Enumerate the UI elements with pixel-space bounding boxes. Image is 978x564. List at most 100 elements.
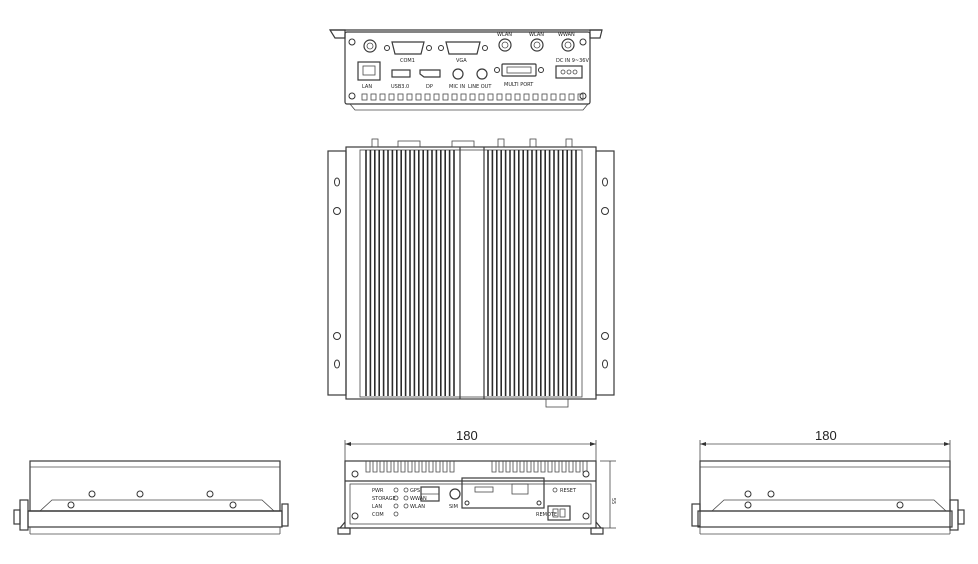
right-side-view: 180 xyxy=(691,428,965,535)
left-side-body xyxy=(29,460,281,512)
connector-protrusion xyxy=(19,499,29,531)
led-icon xyxy=(403,487,409,493)
screw-icon xyxy=(582,470,590,478)
remote-terminal-icon xyxy=(547,505,571,521)
lan-port-icon xyxy=(357,61,381,81)
rear-right-flange xyxy=(589,29,603,39)
vent-slot xyxy=(532,93,539,101)
label-sim: SIM xyxy=(449,504,458,510)
vent-slot xyxy=(487,93,494,101)
fin-tooth xyxy=(498,461,504,473)
led-icon xyxy=(393,495,399,501)
screw-icon xyxy=(67,501,75,509)
front-body xyxy=(344,460,597,529)
screw-icon xyxy=(206,490,214,498)
label-multi-port: MULTI PORT xyxy=(504,82,534,88)
vent-slot xyxy=(388,93,395,101)
sim-port-icon xyxy=(449,488,461,500)
vent-slot xyxy=(361,93,368,101)
screw-icon xyxy=(536,500,542,506)
vent-slot xyxy=(550,93,557,101)
mic-jack-icon xyxy=(452,68,464,80)
screw-icon xyxy=(136,490,144,498)
heatsink-fins-left xyxy=(365,150,455,396)
vent-slot xyxy=(568,93,575,101)
fin-tooth xyxy=(533,461,539,473)
dp-port-icon xyxy=(419,69,441,78)
vent-slot xyxy=(460,93,467,101)
fin-tooth xyxy=(575,461,581,473)
connector-protrusion xyxy=(949,499,959,531)
screw-icon xyxy=(579,38,587,46)
vent-slot xyxy=(415,93,422,101)
mounting-slot-icon xyxy=(602,177,608,187)
top-right-flange xyxy=(595,150,615,396)
fin-tooth xyxy=(561,461,567,473)
vent-slot xyxy=(442,93,449,101)
screw-icon xyxy=(601,207,609,215)
screw-icon xyxy=(582,512,590,520)
screw-icon xyxy=(348,92,356,100)
com1-port-icon xyxy=(391,41,425,55)
fin-tooth xyxy=(582,461,588,473)
vent-slot xyxy=(577,93,584,101)
label-remote: REMOTE xyxy=(536,512,557,518)
fin-tooth xyxy=(505,461,511,473)
fin-tooth xyxy=(568,461,574,473)
connector-protrusion xyxy=(691,503,701,527)
label-lan: LAN xyxy=(362,84,372,90)
fin-tooth xyxy=(519,461,525,473)
led-icon xyxy=(403,503,409,509)
screw-icon xyxy=(229,501,237,509)
vga-port-icon xyxy=(445,41,481,55)
fin-tooth xyxy=(491,461,497,473)
screw-icon xyxy=(333,207,341,215)
front-right-flange xyxy=(590,527,604,535)
label-com1: COM1 xyxy=(400,58,415,64)
screw-icon xyxy=(464,500,470,506)
fin-tooth xyxy=(372,461,378,473)
led-icon xyxy=(393,511,399,517)
fin-tooth xyxy=(435,461,441,473)
label-wwan-led: WWAN xyxy=(410,496,427,502)
multi-port-icon xyxy=(501,63,537,77)
vent-slot xyxy=(496,93,503,101)
label-wlan-led: WLAN xyxy=(410,504,425,510)
label-dp: DP xyxy=(426,84,433,90)
fin-tooth xyxy=(428,461,434,473)
screw-icon xyxy=(744,490,752,498)
vent-slot xyxy=(505,93,512,101)
dimension-front-height: 55 xyxy=(610,498,616,504)
right-side-body xyxy=(699,460,951,512)
label-wlan-2: WLAN xyxy=(529,32,544,38)
mounting-slot-icon xyxy=(602,359,608,369)
usb-port-icon xyxy=(391,69,411,78)
label-wlan-1: WLAN xyxy=(497,32,512,38)
label-storage: STORAGE xyxy=(372,496,396,502)
label-usb: USB3.0 xyxy=(391,84,409,90)
led-icon xyxy=(403,495,409,501)
vent-slot xyxy=(541,93,548,101)
vent-slot xyxy=(559,93,566,101)
fin-tooth xyxy=(449,461,455,473)
label-reset: RESET xyxy=(560,488,577,494)
label-gps: GPS xyxy=(410,488,420,494)
rear-io-view: COM1 VGA WLAN WLAN WWAN LAN USB3.0 DP MI… xyxy=(328,29,603,111)
top-view xyxy=(327,138,615,408)
line-out-jack-icon xyxy=(476,68,488,80)
label-vga: VGA xyxy=(456,58,467,64)
heatsink-fins-right xyxy=(487,150,577,396)
fin-tooth xyxy=(400,461,406,473)
connector-protrusion xyxy=(281,503,289,527)
fin-tooth xyxy=(547,461,553,473)
top-left-flange xyxy=(327,150,347,396)
fin-tooth xyxy=(393,461,399,473)
fin-tooth xyxy=(414,461,420,473)
front-cover-plate xyxy=(461,477,545,509)
screw-icon xyxy=(767,490,775,498)
front-view: 180 55 PWR STORAGE LAN COM GPS WWAN xyxy=(337,428,616,535)
fin-tooth xyxy=(512,461,518,473)
screw-icon xyxy=(333,332,341,340)
screw-icon xyxy=(896,501,904,509)
